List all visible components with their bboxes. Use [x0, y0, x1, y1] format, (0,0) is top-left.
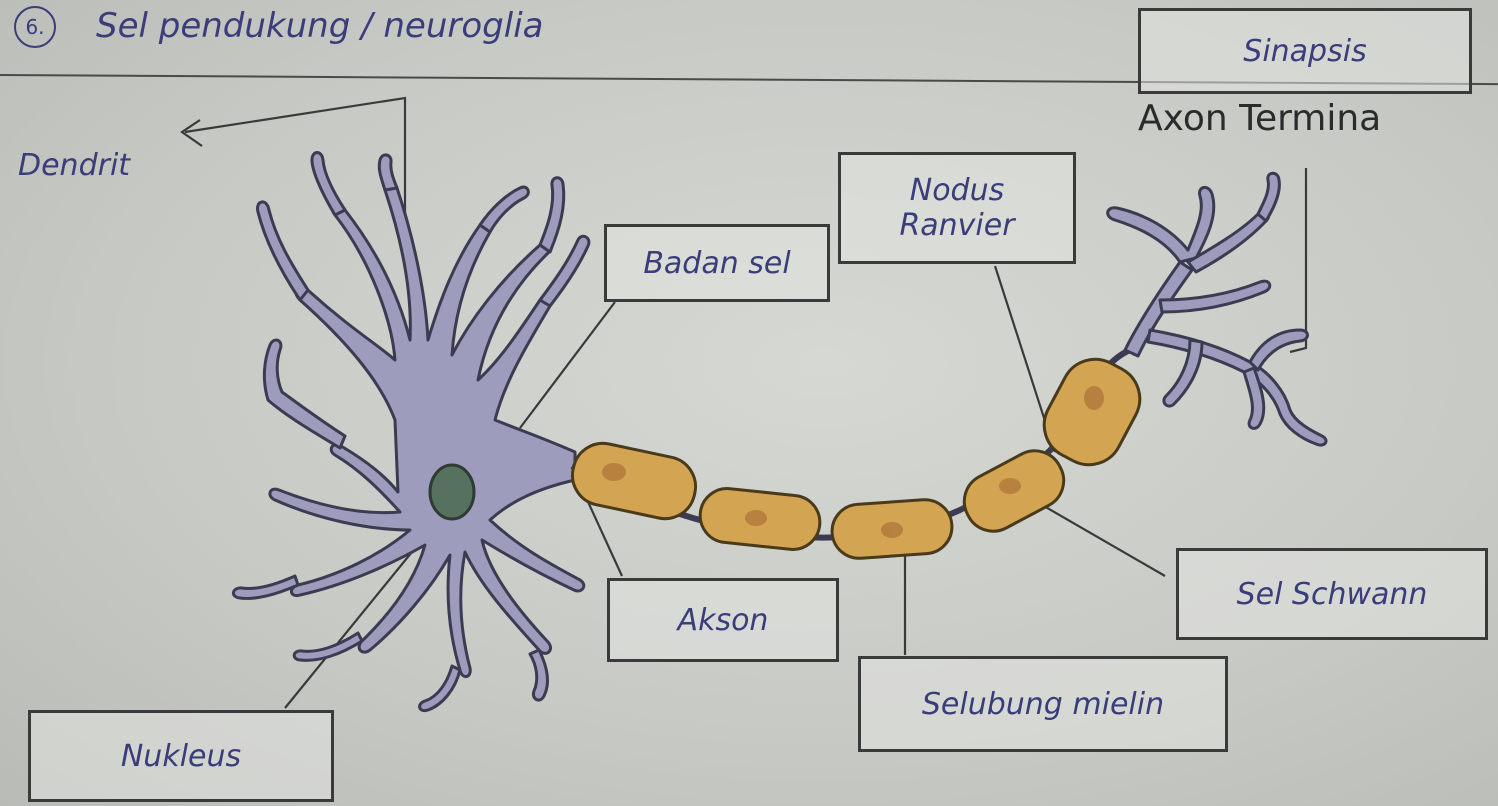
- nukleus-label: Nukleus: [121, 739, 241, 774]
- sel-schwann-label: Sel Schwann: [1237, 577, 1428, 612]
- dendrit-label: Dendrit: [18, 148, 130, 183]
- schwann-nucleus-2: [745, 510, 767, 526]
- schwann-nucleus-1: [602, 463, 626, 481]
- dendrite-right-upper: [540, 178, 564, 252]
- dendrite-bottom: [420, 666, 460, 711]
- schwann-nucleus-4: [999, 478, 1021, 494]
- dendrit-leader-line: [185, 98, 405, 240]
- neuron-cell-body-group: [233, 153, 589, 711]
- axon-terminal-label: Axon Termina: [1138, 98, 1381, 139]
- axon-terminal-leader-line: [1290, 168, 1306, 352]
- myelin-sheath-group: [567, 347, 1152, 560]
- dendrite-top-middle: [379, 155, 397, 190]
- myelin-segment-1: [567, 438, 701, 524]
- nukleus-label-box: Nukleus: [28, 710, 334, 802]
- akson-label-box: Akson: [607, 578, 839, 662]
- terminal-branch-upper: [1108, 187, 1214, 262]
- dendrite-left: [264, 340, 345, 448]
- akson-label: Akson: [678, 603, 769, 638]
- dendrite-top-left: [312, 153, 345, 216]
- dendrite-bottom-left2: [294, 633, 362, 660]
- schwann-nucleus-3: [881, 522, 903, 538]
- selubung-mielin-label-box: Selubung mielin: [858, 656, 1228, 752]
- selubung-mielin-label: Selubung mielin: [922, 687, 1164, 722]
- dendrit-arrowhead: [182, 120, 202, 146]
- sel-schwann-leader-line: [1030, 498, 1165, 576]
- nodus-ranvier-label-box: Nodus Ranvier: [838, 152, 1076, 264]
- dendrite-top-right: [480, 187, 528, 232]
- dendrite-left-branch: [258, 202, 308, 300]
- sinapsis-label-box: Sinapsis: [1138, 8, 1472, 94]
- dendrite-bottom-left: [233, 576, 298, 598]
- badan-sel-label-box: Badan sel: [604, 224, 830, 302]
- terminal-branch-top: [1258, 173, 1279, 221]
- nodus-ranvier-label-line1: Nodus: [910, 173, 1004, 208]
- schwann-nucleus-5: [1084, 386, 1104, 410]
- nodus-ranvier-label-line2: Ranvier: [899, 208, 1014, 243]
- sel-schwann-label-box: Sel Schwann: [1176, 548, 1488, 640]
- sinapsis-label: Sinapsis: [1243, 34, 1366, 69]
- dendrite-bottom-right: [530, 650, 547, 700]
- badan-sel-label: Badan sel: [643, 246, 790, 281]
- nucleus-icon: [430, 465, 474, 519]
